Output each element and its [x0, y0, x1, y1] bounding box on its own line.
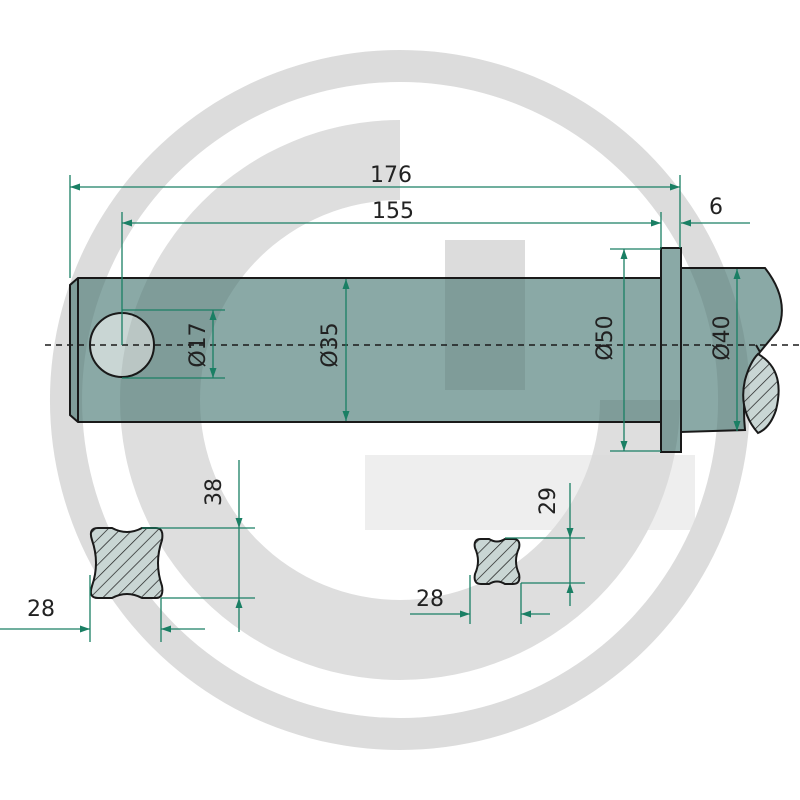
section-small-height: 29	[536, 487, 561, 515]
collar	[660, 247, 682, 453]
section-large	[0, 460, 255, 642]
section-large-width: 28	[27, 597, 55, 622]
dim-hole-diameter: Ø17	[186, 322, 211, 367]
dim-collar-diameter: Ø50	[593, 315, 618, 360]
dim-total-length: 176	[370, 163, 412, 188]
section-small-width: 28	[416, 587, 444, 612]
pin-body	[69, 247, 783, 453]
section-small	[410, 483, 585, 624]
dimension-lines	[69, 175, 750, 452]
dim-end-diameter: Ø40	[710, 315, 735, 360]
dim-shaft-diameter: Ø35	[318, 322, 343, 367]
dim-collar-width: 6	[709, 195, 723, 220]
section-large-height: 38	[202, 478, 227, 506]
dim-hole-to-collar: 155	[372, 199, 414, 224]
break-section	[742, 352, 780, 435]
